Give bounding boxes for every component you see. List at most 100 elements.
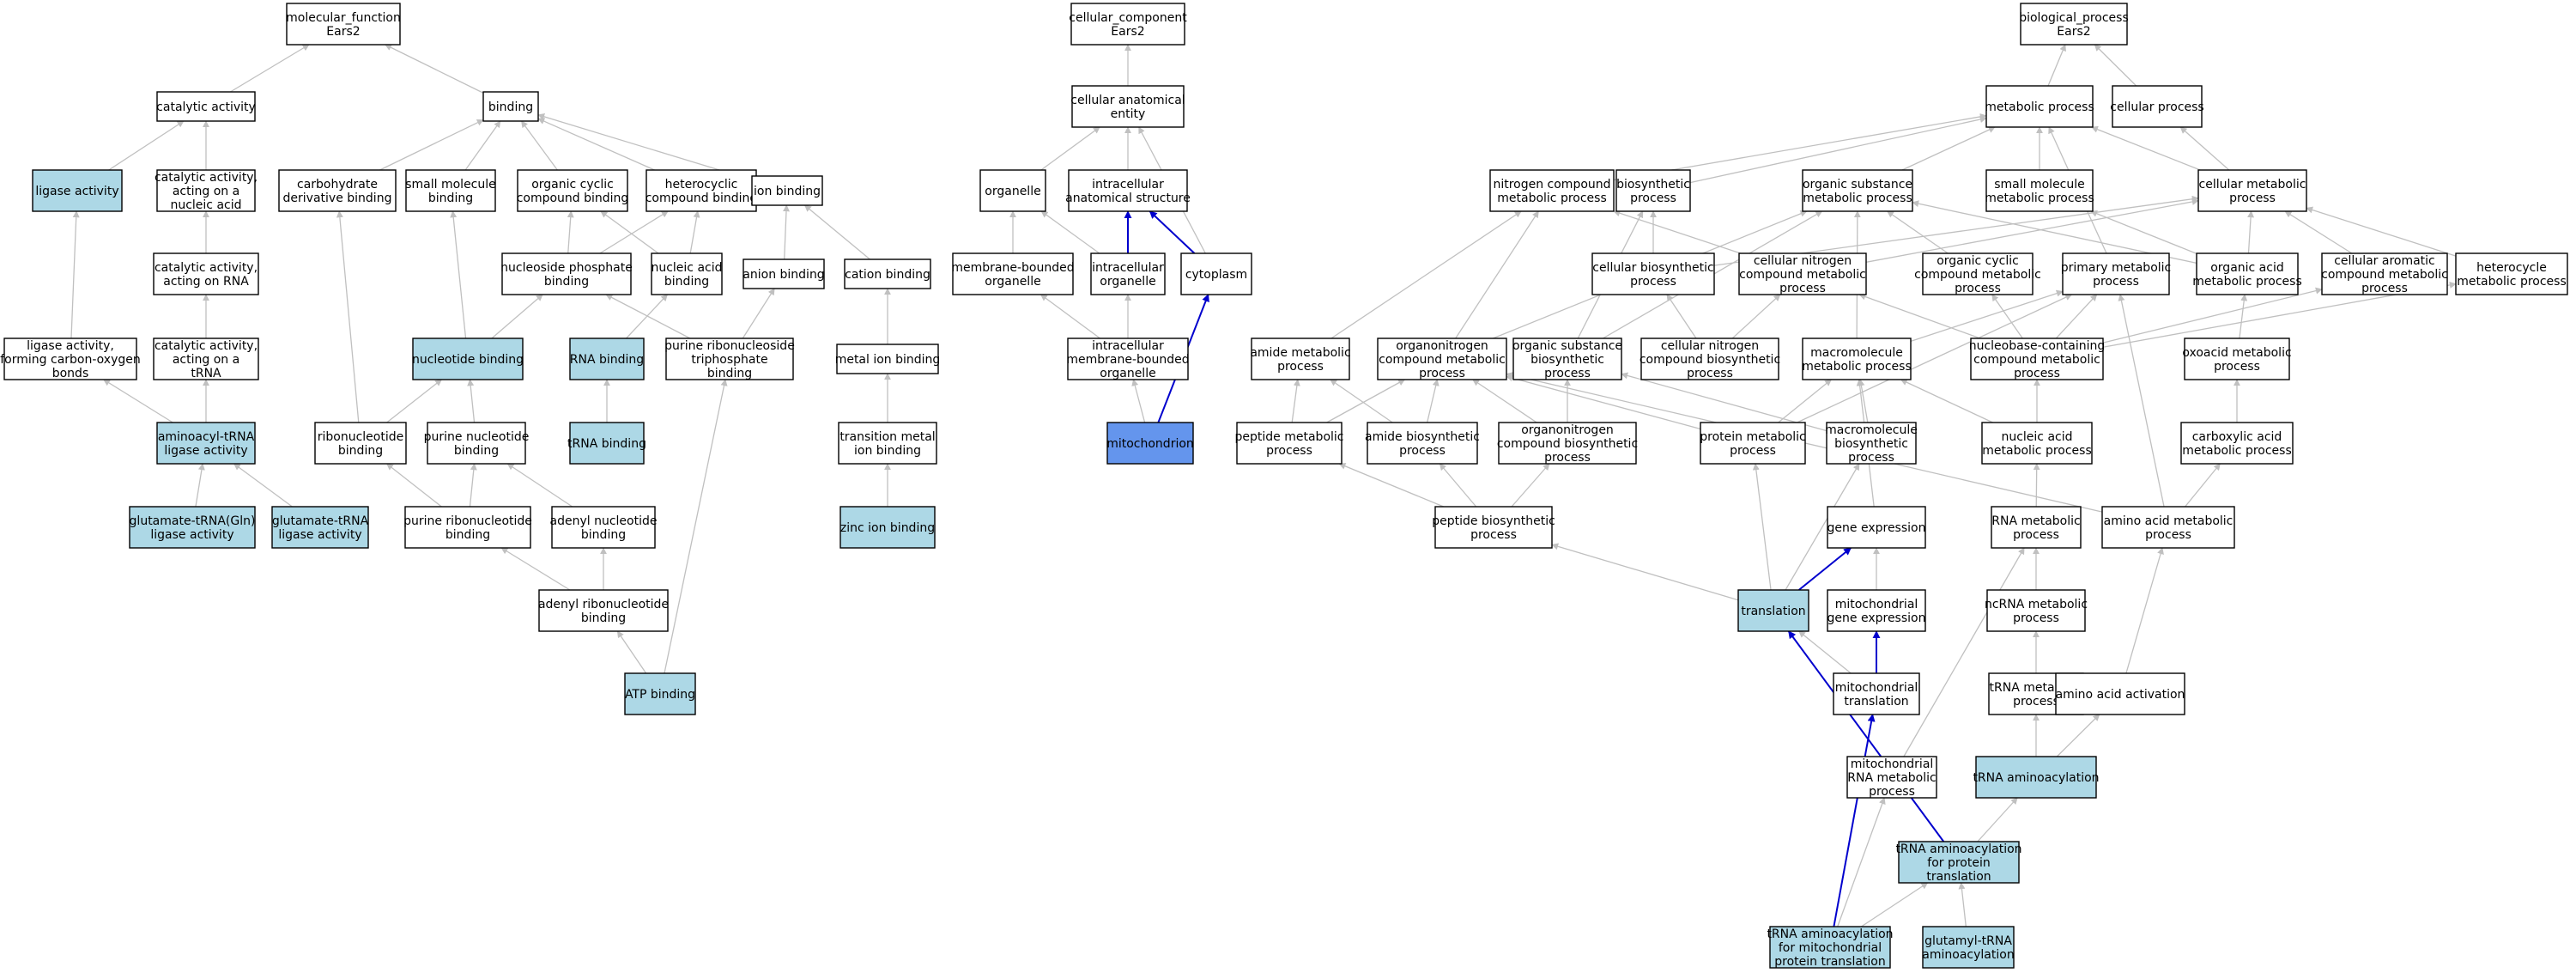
- node-ligase[interactable]: ligase activity: [32, 169, 123, 212]
- node-label-line: organonitrogen: [1521, 423, 1614, 437]
- node-label-line: process: [2145, 528, 2191, 542]
- node-metal-ion[interactable]: metal ion binding: [835, 344, 941, 374]
- node-box: [979, 169, 1046, 212]
- node-metab[interactable]: metabolic process: [1985, 85, 2094, 128]
- node-catalytic[interactable]: catalytic activity: [156, 91, 256, 122]
- node-glu-gln-lig[interactable]: glutamate-tRNA(Gln)ligase activity: [129, 506, 256, 549]
- node-mito[interactable]: mitochondrion: [1106, 422, 1194, 465]
- node-aa-activ[interactable]: amino acid activation: [2055, 672, 2185, 715]
- node-box: [2112, 85, 2203, 128]
- node-nucleotide-bind[interactable]: nucleotide binding: [412, 338, 524, 380]
- node-label-line: compound metabolic: [2321, 268, 2448, 282]
- node-cation-bind[interactable]: cation binding: [844, 258, 931, 289]
- node-box: [1737, 589, 1809, 632]
- node-binding[interactable]: binding: [482, 91, 539, 122]
- edge-atp-to-pur_nts_tri: [664, 379, 728, 674]
- node-cell-proc[interactable]: cellular process: [2110, 85, 2204, 128]
- edge-pur_nuc_bind-to-nucleotide_bind: [467, 379, 476, 423]
- node-trna-bind[interactable]: tRNA binding: [567, 422, 646, 465]
- edge-organelle-to-cell_anat: [1040, 126, 1100, 171]
- node-atp[interactable]: ATP binding: [624, 672, 696, 715]
- node-trna-aminoacyl[interactable]: tRNA aminoacylation: [1973, 756, 2100, 799]
- node-zinc[interactable]: zinc ion binding: [839, 506, 936, 549]
- node-ion-bind[interactable]: ion binding: [751, 175, 823, 206]
- node-label-line: peptide metabolic: [1235, 430, 1344, 444]
- node-cytoplasm[interactable]: cytoplasm: [1180, 252, 1252, 295]
- node-translation[interactable]: translation: [1737, 589, 1809, 632]
- node-rna-bind[interactable]: RNA binding: [569, 338, 645, 380]
- edge-cell_proc-to-bp: [2094, 44, 2137, 87]
- node-ligase-co[interactable]: ligase activity,forming carbon-oxygenbon…: [0, 338, 141, 380]
- node-gene-expr[interactable]: gene expression: [1827, 506, 1926, 549]
- node-organelle[interactable]: organelle: [979, 169, 1046, 212]
- node-anion-bind[interactable]: anion binding: [742, 258, 825, 289]
- node-box: [278, 169, 397, 212]
- node-box: [2197, 169, 2307, 212]
- node-cat-rna[interactable]: catalytic activity,acting on RNA: [153, 252, 259, 295]
- node-label-line: aminoacyl-tRNA: [158, 430, 255, 444]
- node-box: [1981, 422, 2093, 465]
